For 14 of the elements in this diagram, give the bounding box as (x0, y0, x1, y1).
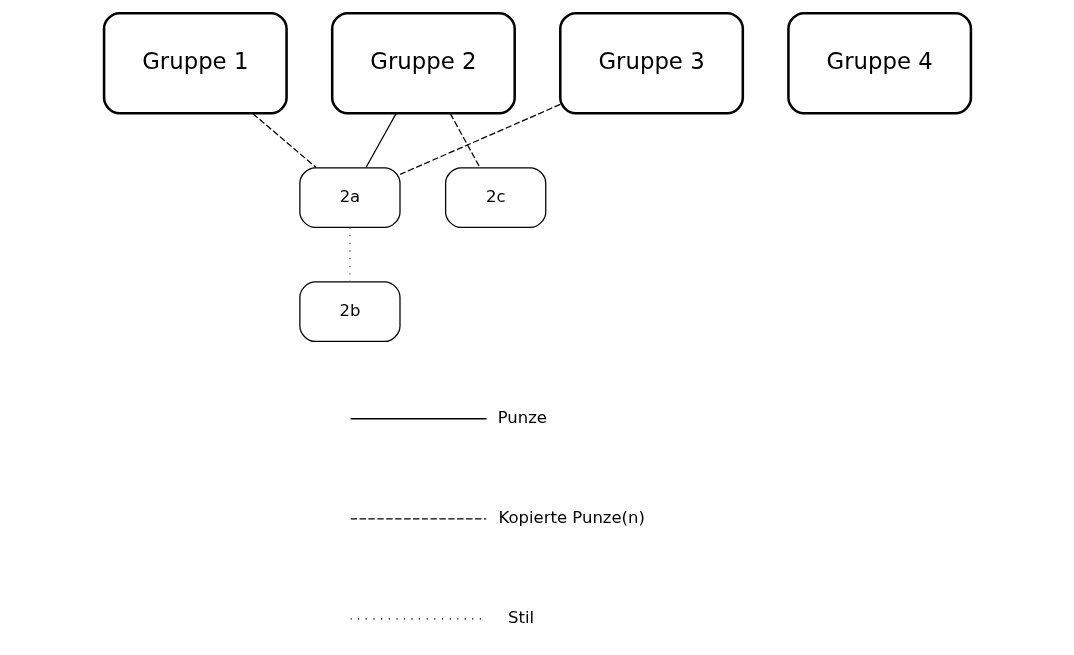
connector (364, 112, 397, 169)
legend-label: Punze (497, 408, 547, 428)
node-box: Gruppe 3 (558, 11, 744, 115)
node-box: 2b (298, 281, 401, 343)
node-box: Gruppe 2 (330, 11, 516, 115)
connector (251, 112, 317, 169)
node-box: 2c (444, 167, 546, 228)
connector (399, 103, 561, 175)
node-box: Gruppe 1 (102, 11, 288, 115)
legend-label: Kopierte Punze(n) (498, 508, 645, 528)
node-box: 2a (298, 167, 401, 228)
node-box: Gruppe 4 (786, 11, 972, 115)
connector (449, 112, 481, 169)
legend-label: Stil (507, 608, 534, 628)
